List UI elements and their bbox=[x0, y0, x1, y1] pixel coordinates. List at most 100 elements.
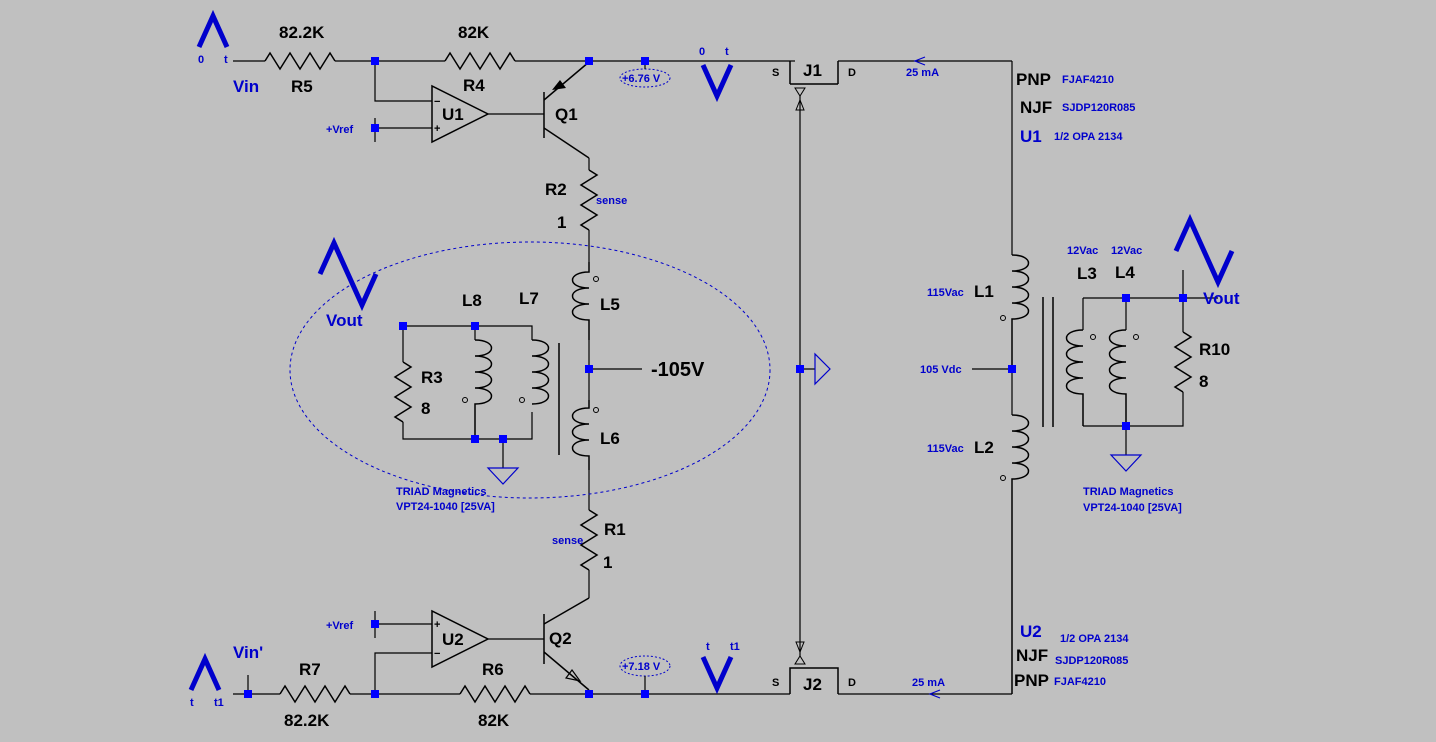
r10-value: 8 bbox=[1199, 372, 1208, 391]
vref-top-label: +Vref bbox=[326, 124, 354, 136]
right-vout-symbol bbox=[1173, 213, 1235, 289]
l1-rating: 115Vac bbox=[927, 287, 964, 299]
vin-bottom-source-symbol bbox=[188, 652, 222, 692]
r3-name: R3 bbox=[421, 368, 443, 387]
r1-value: 1 bbox=[603, 553, 612, 572]
l8-name: L8 bbox=[462, 291, 482, 310]
j2-name: J2 bbox=[803, 675, 822, 694]
j1-source-pin: S bbox=[772, 67, 779, 79]
u2-name: U2 bbox=[442, 630, 464, 649]
current-top-arrow bbox=[913, 56, 926, 66]
r5-resistor bbox=[264, 51, 336, 71]
l4-inductor bbox=[1108, 329, 1139, 426]
l4-rating: 12Vac bbox=[1111, 245, 1142, 257]
l7-inductor bbox=[519, 339, 550, 405]
left-vout-symbol bbox=[317, 236, 379, 312]
r4-value: 82K bbox=[458, 23, 490, 42]
vin-bottom-label: Vin' bbox=[233, 643, 263, 662]
l6-name: L6 bbox=[600, 429, 620, 448]
current-top: 25 mA bbox=[906, 67, 939, 79]
left-ground bbox=[486, 467, 520, 485]
vprobe-top-t: t bbox=[725, 46, 729, 58]
r7-resistor bbox=[279, 684, 351, 704]
q1-transistor bbox=[543, 61, 590, 159]
vprobe-bottom-t1: t1 bbox=[730, 641, 740, 653]
vprobe-bottom-t: t bbox=[706, 641, 710, 653]
vin-source-zero: 0 bbox=[198, 54, 204, 66]
r3-value: 8 bbox=[421, 399, 430, 418]
u2-minus-sign: − bbox=[434, 648, 440, 660]
u1-minus-sign: − bbox=[434, 96, 440, 108]
vin-label: Vin bbox=[233, 77, 259, 96]
u1-name: U1 bbox=[442, 105, 464, 124]
current-bottom: 25 mA bbox=[912, 677, 945, 689]
left-xfmr-maker: TRIAD Magnetics bbox=[396, 486, 486, 498]
l7-name: L7 bbox=[519, 289, 539, 308]
right-ground bbox=[1109, 454, 1143, 472]
r1-resistor bbox=[579, 509, 599, 571]
j1-drain-pin: D bbox=[848, 67, 856, 79]
r6-name: R6 bbox=[482, 660, 504, 679]
r7-name: R7 bbox=[299, 660, 321, 679]
vref-bottom-label: +Vref bbox=[326, 620, 354, 632]
q2-name: Q2 bbox=[549, 629, 572, 648]
r3-resistor bbox=[393, 361, 413, 423]
center-ground bbox=[814, 352, 831, 386]
l6-inductor bbox=[571, 400, 599, 470]
j1-jfet bbox=[789, 60, 1012, 97]
right-vout-label: Vout bbox=[1203, 289, 1240, 308]
l8-inductor bbox=[462, 339, 493, 439]
u1-plus-sign: + bbox=[434, 123, 440, 135]
r2-name: R2 bbox=[545, 180, 567, 199]
q1-name: Q1 bbox=[555, 105, 578, 124]
r1-name: R1 bbox=[604, 520, 626, 539]
l2-rating: 115Vac bbox=[927, 443, 964, 455]
njf-top-part: SJDP120R085 bbox=[1062, 102, 1135, 114]
l3-name: L3 bbox=[1077, 264, 1097, 283]
njf-bottom-label: NJF bbox=[1016, 646, 1048, 665]
vprobe-top-zero: 0 bbox=[699, 46, 705, 58]
vin-source-symbol bbox=[196, 9, 230, 49]
pnp-bottom-part: FJAF4210 bbox=[1054, 676, 1106, 688]
r6-value: 82K bbox=[478, 711, 510, 730]
left-xfmr-part: VPT24-1040 [25VA] bbox=[396, 501, 495, 513]
l2-inductor bbox=[1000, 414, 1030, 694]
l1-inductor bbox=[1000, 254, 1030, 369]
vprobe-top-symbol bbox=[700, 63, 734, 103]
r7-value: 82.2K bbox=[284, 711, 330, 730]
u-bottom-part: 1/2 OPA 2134 bbox=[1060, 633, 1129, 645]
u1-opamp bbox=[431, 84, 490, 144]
left-vout-label: Vout bbox=[326, 311, 363, 330]
left-xfmr-boundary bbox=[289, 241, 771, 499]
r5-value: 82.2K bbox=[279, 23, 325, 42]
l3-inductor bbox=[1065, 329, 1096, 426]
r5-name: R5 bbox=[291, 77, 313, 96]
right-xfmr-part: VPT24-1040 [25VA] bbox=[1083, 502, 1182, 514]
r2-note: sense bbox=[596, 195, 627, 207]
pnp-top-label: PNP bbox=[1016, 70, 1051, 89]
l2-name: L2 bbox=[974, 438, 994, 457]
junction-dots bbox=[244, 57, 1187, 698]
u-top-label: U1 bbox=[1020, 127, 1042, 146]
probe-top-value: +6.76 V bbox=[622, 73, 661, 85]
r10-resistor bbox=[1173, 331, 1193, 393]
l5-inductor bbox=[571, 262, 599, 340]
l3-rating: 12Vac bbox=[1067, 245, 1098, 257]
r4-resistor bbox=[444, 51, 516, 71]
l4-name: L4 bbox=[1115, 263, 1135, 282]
tap-voltage: -105V bbox=[651, 359, 705, 381]
j2-drain-pin: D bbox=[848, 677, 856, 689]
r10-name: R10 bbox=[1199, 340, 1230, 359]
njf-top-label: NJF bbox=[1020, 98, 1052, 117]
vin-bottom-source-t1: t1 bbox=[214, 697, 224, 709]
right-xfmr-maker: TRIAD Magnetics bbox=[1083, 486, 1173, 498]
pnp-top-part: FJAF4210 bbox=[1062, 74, 1114, 86]
j2-jfet bbox=[789, 655, 1012, 695]
njf-bottom-part: SJDP120R085 bbox=[1055, 655, 1128, 667]
r1-note: sense bbox=[552, 535, 583, 547]
r2-resistor bbox=[579, 169, 599, 231]
r2-value: 1 bbox=[557, 213, 566, 232]
u-bottom-label: U2 bbox=[1020, 622, 1042, 641]
u-top-part: 1/2 OPA 2134 bbox=[1054, 131, 1123, 143]
